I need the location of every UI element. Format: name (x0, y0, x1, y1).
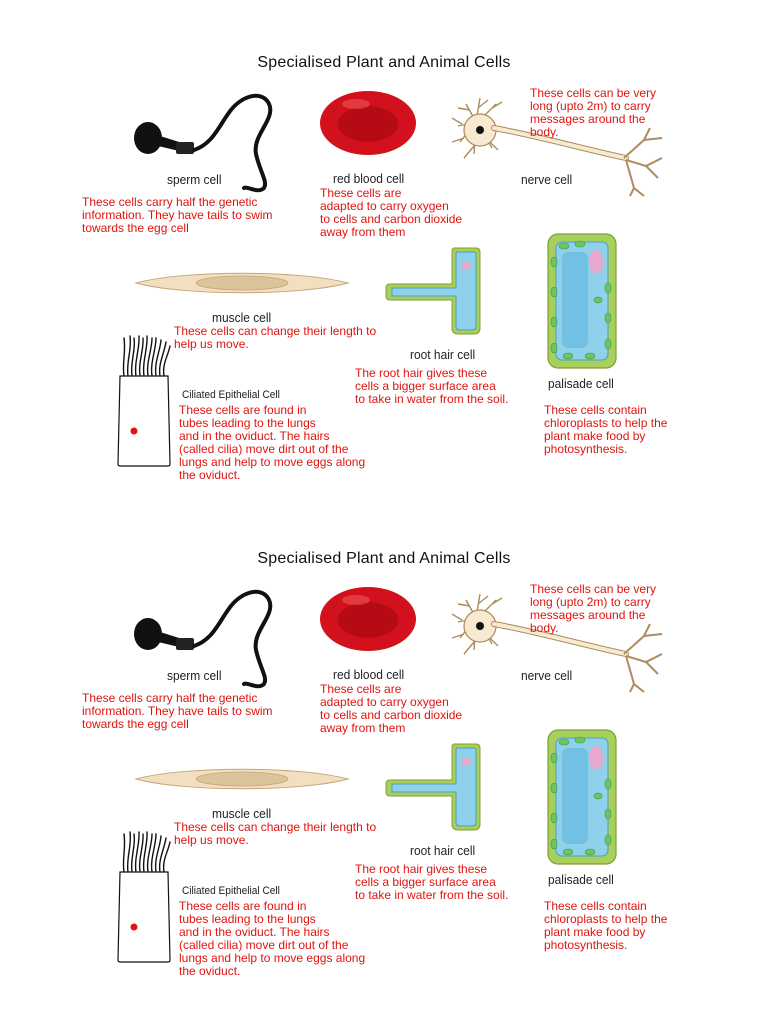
red-blood-cell-label: red blood cell (333, 667, 405, 682)
nerve-cell-illustration (451, 593, 663, 693)
sperm-cell-illustration (134, 589, 273, 689)
muscle-cell-label: muscle cell (212, 806, 272, 821)
red-blood-cell-illustration (320, 587, 416, 651)
worksheet-copy-bottom: Specialised Plant and Animal Cells sperm… (0, 496, 768, 992)
ciliated-epithelial-cell-label: Ciliated Epithelial Cell (182, 389, 280, 401)
root-hair-cell-label: root hair cell (410, 347, 476, 362)
palisade-cell-label: palisade cell (548, 376, 614, 391)
nerve-cell-illustration (451, 97, 663, 197)
palisade-cell-illustration (547, 233, 617, 369)
sperm-cell-label: sperm cell (167, 668, 222, 683)
sperm-cell-illustration (134, 93, 273, 193)
muscle-cell-illustration (134, 272, 350, 294)
root-hair-cell-illustration (385, 743, 481, 831)
ciliated-epithelial-cell-illustration (117, 335, 171, 467)
sperm-cell-label: sperm cell (167, 172, 222, 187)
worksheet-copy-top: Specialised Plant and Animal Cells sperm… (0, 0, 768, 496)
ciliated-epithelial-cell-label: Ciliated Epithelial Cell (182, 885, 280, 897)
palisade-cell-label: palisade cell (548, 872, 614, 887)
page-title: Specialised Plant and Animal Cells (257, 54, 511, 71)
nerve-cell-label: nerve cell (521, 668, 573, 683)
red-blood-cell-label: red blood cell (333, 171, 405, 186)
nerve-cell-label: nerve cell (521, 172, 573, 187)
muscle-cell-illustration (134, 768, 350, 790)
ciliated-epithelial-cell-illustration (117, 831, 171, 963)
root-hair-cell-label: root hair cell (410, 843, 476, 858)
page-title: Specialised Plant and Animal Cells (257, 550, 511, 567)
muscle-cell-label: muscle cell (212, 310, 272, 325)
red-blood-cell-illustration (320, 91, 416, 155)
palisade-cell-illustration (547, 729, 617, 865)
root-hair-cell-illustration (385, 247, 481, 335)
